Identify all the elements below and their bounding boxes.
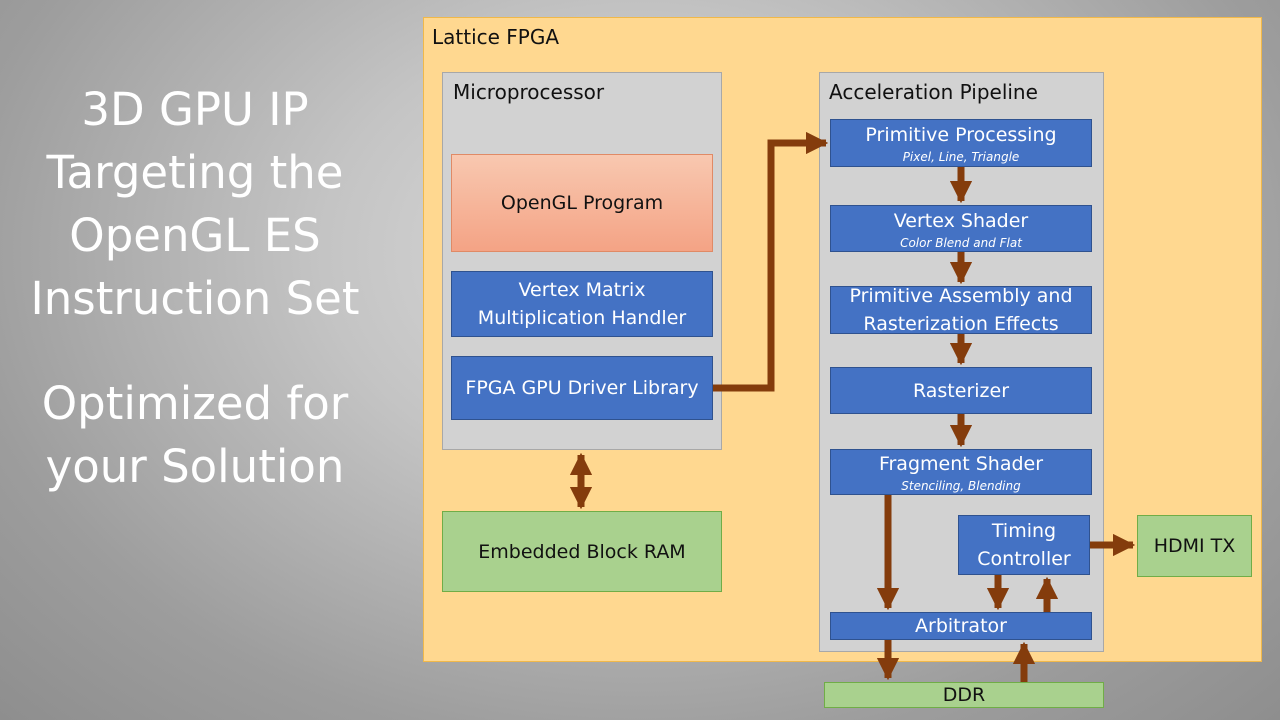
- hdmi-tx-block: HDMI TX: [1137, 515, 1252, 577]
- vertex-matrix-line: Multiplication Handler: [477, 307, 687, 329]
- vertex-matrix-block: Vertex Matrix Multiplication Handler: [451, 271, 713, 337]
- fpga-label: Lattice FPGA: [432, 25, 560, 49]
- block-title: Rasterizer: [912, 379, 1010, 402]
- driver-library-label: FPGA GPU Driver Library: [465, 377, 699, 399]
- hdmi-tx-label: HDMI TX: [1153, 535, 1236, 557]
- block-title: Arbitrator: [915, 615, 1007, 637]
- block-title: Primitive Assembly and: [849, 285, 1073, 307]
- opengl-program-label: OpenGL Program: [500, 192, 664, 214]
- primitive-assembly-block: Primitive Assembly and Rasterization Eff…: [830, 285, 1092, 335]
- block-title: Timing: [991, 520, 1057, 542]
- block-title: Controller: [977, 548, 1071, 570]
- embedded-ram-label: Embedded Block RAM: [478, 540, 686, 563]
- block-subtitle: Color Blend and Flat: [900, 235, 1022, 250]
- timing-controller-block: Timing Controller: [958, 515, 1090, 575]
- rasterizer-block: Rasterizer: [830, 367, 1092, 414]
- block-subtitle: Stenciling, Blending: [901, 479, 1021, 493]
- title-line: 3D GPU IP: [81, 83, 309, 136]
- vertex-matrix-line: Vertex Matrix: [518, 279, 646, 301]
- block-subtitle: Pixel, Line, Triangle: [902, 150, 1020, 164]
- title-line: Instruction Set: [30, 272, 360, 325]
- vertex-shader-block: Vertex Shader Color Blend and Flat: [830, 205, 1092, 252]
- embedded-block-ram: Embedded Block RAM: [442, 511, 722, 592]
- ddr-label: DDR: [942, 684, 986, 706]
- subtitle-line: Optimized for: [41, 377, 349, 430]
- driver-library-block: FPGA GPU Driver Library: [451, 356, 713, 420]
- pipeline-label: Acceleration Pipeline: [829, 80, 1038, 104]
- block-title: Fragment Shader: [878, 453, 1044, 475]
- title-line: OpenGL ES: [69, 209, 321, 262]
- fragment-shader-block: Fragment Shader Stenciling, Blending: [830, 449, 1092, 495]
- primitive-processing-block: Primitive Processing Pixel, Line, Triang…: [830, 119, 1092, 167]
- subtitle-line: your Solution: [45, 440, 345, 493]
- ddr-block: DDR: [824, 682, 1104, 708]
- block-title: Vertex Shader: [893, 209, 1029, 232]
- block-title: Rasterization Effects: [863, 313, 1059, 335]
- arbitrator-block: Arbitrator: [830, 612, 1092, 640]
- title-line: Targeting the: [46, 146, 344, 199]
- opengl-program-block: OpenGL Program: [451, 154, 713, 252]
- slide-title: 3D GPU IP Targeting the OpenGL ES Instru…: [0, 78, 390, 498]
- block-title: Primitive Processing: [865, 124, 1057, 146]
- microprocessor-label: Microprocessor: [453, 80, 605, 104]
